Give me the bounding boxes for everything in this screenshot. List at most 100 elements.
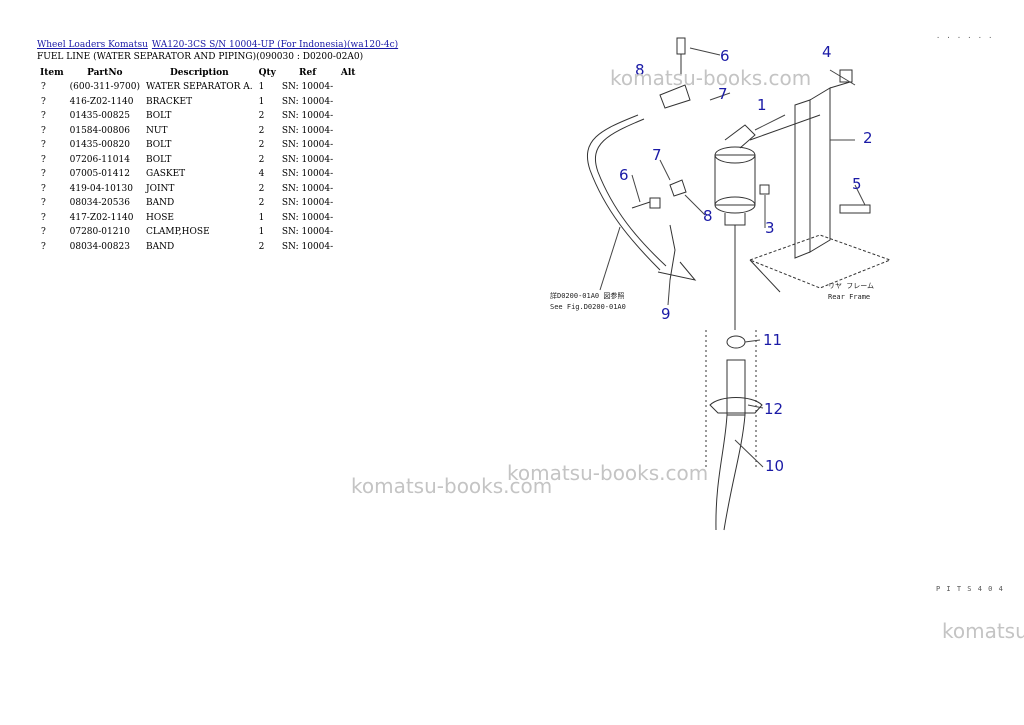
callout-10: 10 (765, 457, 784, 475)
item-cell: ? (41, 154, 46, 165)
ref-cell: SN: 10004- (281, 140, 334, 151)
callout-1: 1 (757, 96, 767, 114)
qty-cell: 1 (258, 82, 265, 93)
partno-cell: 07005-01412 (69, 169, 130, 180)
qty-cell: 1 (258, 227, 265, 238)
watermark: komatsu-books.com (507, 461, 709, 485)
partno-cell: 417-Z02-1140 (69, 212, 134, 223)
header-description: Description (170, 68, 229, 78)
description-cell: BOLT (146, 140, 172, 151)
alt-cell (336, 182, 360, 197)
watermark: komatsu-books.com (610, 66, 812, 90)
watermark: komatsu-books.com (351, 474, 553, 498)
qty-cell: 2 (258, 183, 265, 194)
see-fig-label-en: See Fig.D0200-01A0 (550, 303, 626, 311)
partno-cell: 08034-20536 (69, 198, 130, 209)
rear-frame-label-en: Rear Frame (828, 293, 870, 301)
see-fig-label-jp: 詳D0200-01A0 図参照 (550, 291, 624, 300)
ref-cell: SN: 10004- (281, 96, 334, 107)
header-ref: Ref (299, 68, 317, 78)
qty-cell: 1 (258, 96, 265, 107)
item-cell: ? (41, 82, 46, 93)
header-item: Item (40, 68, 64, 78)
ref-cell: SN: 10004- (281, 82, 334, 93)
description-cell: GASKET (146, 169, 186, 180)
rear-frame-label-jp: リヤ フレーム (828, 282, 874, 290)
header-qty: Qty (258, 68, 276, 78)
alt-cell (336, 153, 360, 168)
breadcrumb-link-model[interactable]: WA120-3CS S/N 10004-UP (For Indonesia)(w… (151, 40, 399, 50)
parts-table: Item PartNo Description Qty Ref Alt ?(60… (37, 66, 360, 254)
partno-cell: 07206-11014 (69, 154, 130, 165)
description-cell: BOLT (146, 154, 172, 165)
ref-cell: SN: 10004- (281, 227, 334, 238)
qty-cell: 1 (258, 212, 265, 223)
callout-leaders (599, 47, 866, 468)
description-cell: BOLT (146, 111, 172, 122)
callout-5: 5 (852, 175, 862, 193)
header-partno: PartNo (87, 68, 123, 78)
description-cell: WATER SEPARATOR A. (146, 82, 253, 93)
item-cell: ? (41, 183, 46, 194)
page-title: FUEL LINE (WATER SEPARATOR AND PIPING)(0… (37, 52, 364, 62)
item-cell: ? (41, 111, 46, 122)
partno-cell: 01435-00825 (69, 111, 130, 122)
table-header-row: Item PartNo Description Qty Ref Alt (37, 66, 360, 80)
item-cell: ? (41, 198, 46, 209)
description-cell: HOSE (146, 212, 174, 223)
alt-cell (336, 138, 360, 153)
item-cell: ? (41, 212, 46, 223)
qty-cell: 2 (258, 241, 265, 252)
partno-cell: 07280-01210 (69, 227, 130, 238)
alt-cell (336, 225, 360, 240)
description-cell: BAND (146, 241, 175, 252)
item-cell: ? (41, 125, 46, 136)
qty-cell: 2 (258, 125, 265, 136)
qty-cell: 2 (258, 198, 265, 209)
qty-cell: 2 (258, 140, 265, 151)
alt-cell (336, 196, 360, 211)
ref-cell: SN: 10004- (281, 111, 334, 122)
callout-8b: 8 (703, 207, 713, 225)
ref-cell: SN: 10004- (281, 125, 334, 136)
callout-7a: 7 (718, 85, 728, 103)
callout-11: 11 (763, 331, 782, 349)
breadcrumb-link-category[interactable]: Wheel Loaders Komatsu (37, 40, 148, 50)
description-cell: BAND (146, 198, 175, 209)
alt-cell (336, 240, 360, 255)
alt-cell (336, 211, 360, 226)
callout-numbers: 1 2 3 4 5 6 6 7 7 8 8 9 10 11 12 (619, 43, 873, 475)
item-cell: ? (41, 169, 46, 180)
callout-9: 9 (661, 305, 671, 323)
water-separator-drawing (714, 114, 821, 330)
alt-cell (336, 95, 360, 110)
qty-cell: 4 (258, 169, 265, 180)
callout-7b: 7 (652, 146, 662, 164)
rear-frame-bracket-drawing (748, 81, 892, 293)
callout-2: 2 (863, 129, 873, 147)
callout-4: 4 (822, 43, 832, 61)
hoses-drawing (587, 114, 763, 531)
ref-cell: SN: 10004- (281, 241, 334, 252)
item-cell: ? (41, 241, 46, 252)
alt-cell (336, 80, 360, 95)
item-cell: ? (41, 227, 46, 238)
corner-code-bottom: P I T S 4 0 4 (936, 585, 1004, 593)
alt-cell (336, 167, 360, 182)
partno-cell: 01435-00820 (69, 140, 130, 151)
ref-cell: SN: 10004- (281, 198, 334, 209)
header-alt: Alt (340, 68, 356, 78)
watermark: komatsu (942, 619, 1024, 643)
